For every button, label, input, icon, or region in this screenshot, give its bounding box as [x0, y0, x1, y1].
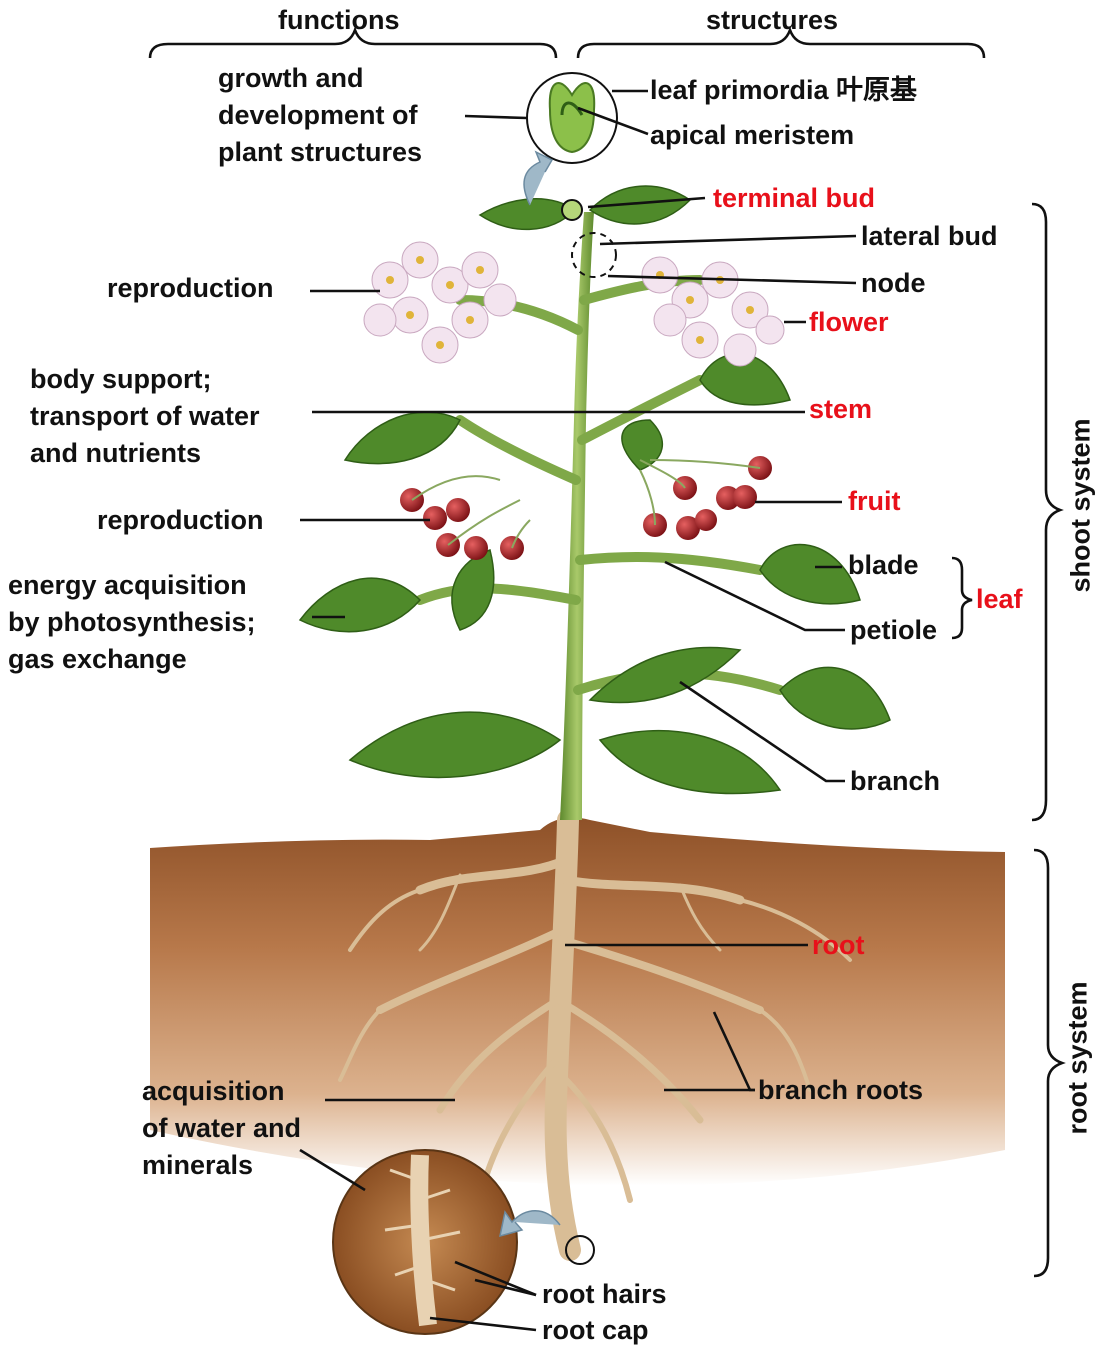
label-fruit: fruit [848, 483, 900, 520]
label-branch: branch [850, 763, 940, 800]
function-acquisition-line2: of water and [142, 1110, 301, 1147]
function-energy: energy acquisition by photosynthesis; ga… [8, 567, 256, 678]
function-energy-line2: by photosynthesis; [8, 604, 256, 641]
function-acquisition: acquisition of water and minerals [142, 1073, 301, 1184]
label-petiole: petiole [850, 612, 937, 649]
fruit-clusters [400, 456, 772, 560]
label-shoot-system: shoot system [1066, 423, 1095, 593]
function-support-line3: and nutrients [30, 435, 260, 472]
label-root-cap: root cap [542, 1312, 649, 1349]
label-terminal-bud: terminal bud [713, 180, 875, 217]
function-growth-line1: growth and [218, 60, 422, 97]
function-growth-line3: plant structures [218, 134, 422, 171]
label-lateral-bud: lateral bud [861, 218, 998, 255]
label-branch-roots: branch roots [758, 1072, 923, 1109]
function-growth-line2: development of [218, 97, 422, 134]
label-blade: blade [848, 547, 919, 584]
label-flower: flower [809, 304, 889, 341]
function-support-line1: body support; [30, 361, 260, 398]
label-leaf: leaf [976, 581, 1023, 618]
label-root: root [812, 927, 864, 964]
functions-header: functions [278, 2, 400, 39]
function-energy-line3: gas exchange [8, 641, 256, 678]
function-acquisition-line3: minerals [142, 1147, 301, 1184]
function-reproduction-flower: reproduction [107, 270, 274, 307]
function-support: body support; transport of water and nut… [30, 361, 260, 472]
label-stem: stem [809, 391, 872, 428]
label-root-system: root system [1063, 985, 1094, 1135]
function-acquisition-line1: acquisition [142, 1073, 301, 1110]
structures-header: structures [706, 2, 838, 39]
function-energy-line1: energy acquisition [8, 567, 256, 604]
function-reproduction-fruit: reproduction [97, 502, 264, 539]
label-node: node [861, 265, 926, 302]
label-apical-meristem: apical meristem [650, 117, 854, 154]
function-support-line2: transport of water [30, 398, 260, 435]
flower-clusters [364, 242, 784, 366]
label-leaf-primordia: leaf primordia 叶原基 [650, 72, 917, 109]
function-growth: growth and development of plant structur… [218, 60, 422, 171]
label-root-hairs: root hairs [542, 1276, 667, 1313]
